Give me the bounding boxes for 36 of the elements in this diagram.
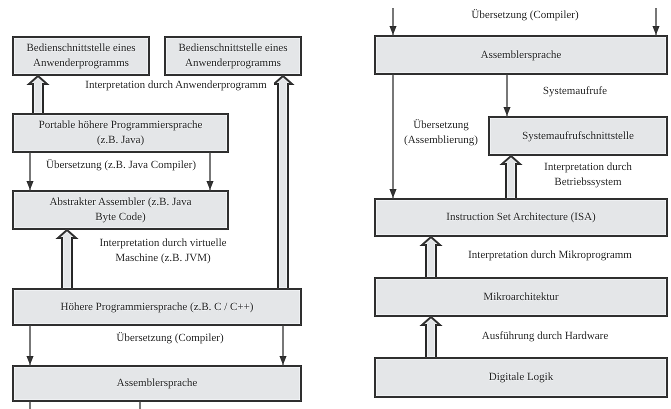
layer-name: Assemblersprache: [116, 376, 198, 391]
layer-box: [488, 116, 668, 156]
layer-name: Instruction Set Architecture (ISA): [445, 210, 597, 225]
layer-box: [12, 36, 150, 76]
layer-name: Bedienschnittstelle eines Anwenderprogramms: [177, 41, 289, 71]
layer-name: Mikroarchitektur: [482, 290, 560, 304]
layer-box: [12, 113, 229, 153]
arrow: [389, 8, 397, 35]
layer-name: Portable höhere Programmiersprache (z.B. Java): [38, 118, 204, 148]
layer-name: Abstrakter Assembler (z.B. Java Byte Code): [48, 195, 193, 225]
arrow: [206, 153, 214, 190]
hollow-arrow: [26, 74, 50, 114]
layer-name: Digitale Logik: [488, 370, 554, 385]
arrow: [26, 326, 34, 365]
arrow: [652, 8, 660, 35]
layer-box: [12, 365, 302, 402]
layer-name: Bedienschnittstelle eines Anwenderprogramms: [25, 41, 137, 71]
layer-box: [374, 277, 668, 317]
hollow-arrow: [55, 228, 79, 289]
layer-name: Systemaufrufschnittstelle: [521, 128, 635, 144]
layer-box: [374, 35, 668, 75]
layer-box: [374, 357, 668, 398]
layer-name: Höhere Programmiersprache (z.B. C / C++): [60, 300, 254, 314]
layer-box: [12, 190, 229, 230]
hollow-arrow: [419, 236, 443, 278]
hollow-arrow: [271, 74, 295, 289]
layer-box: [12, 288, 302, 326]
layer-box: [374, 198, 668, 237]
hollow-arrow: [499, 154, 523, 199]
arrow: [503, 75, 511, 116]
arrow: [26, 153, 34, 190]
hollow-arrow: [419, 316, 443, 358]
arrow: [279, 326, 287, 365]
layer-name: Assemblersprache: [480, 48, 562, 62]
arrow: [389, 75, 397, 198]
layer-box: [164, 36, 302, 76]
